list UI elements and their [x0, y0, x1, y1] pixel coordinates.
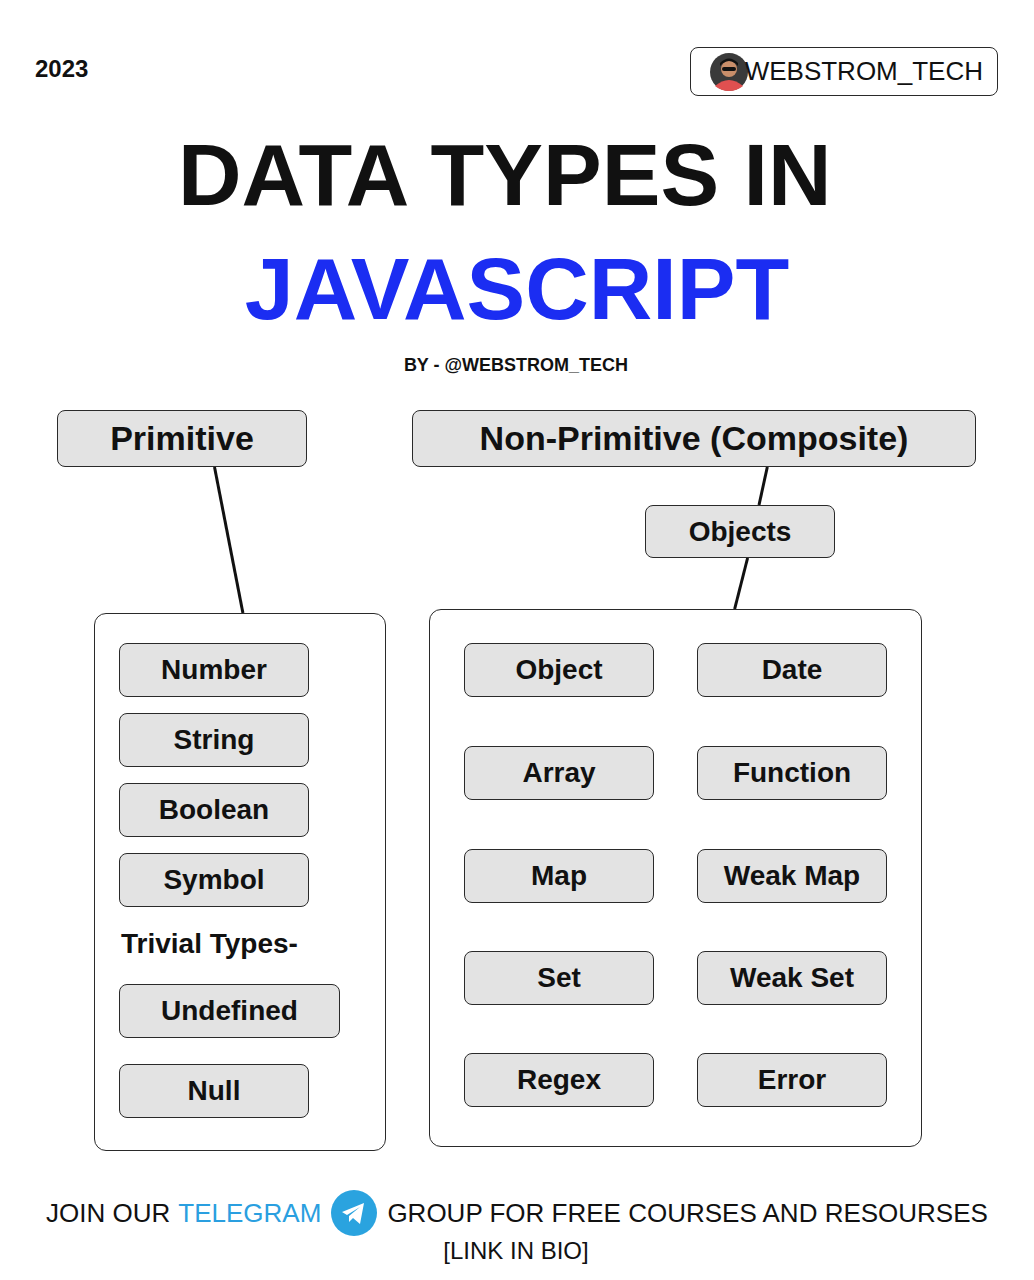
box-label: WEBSTROM_TECH	[745, 56, 983, 87]
avatar-hair	[720, 59, 738, 67]
type-box: Weak Map	[697, 849, 887, 903]
box-label: Date	[762, 654, 823, 686]
box-label: Primitive	[110, 419, 254, 458]
type-box: Array	[464, 746, 654, 800]
box-label: Null	[188, 1075, 241, 1107]
type-box: Weak Set	[697, 951, 887, 1005]
group-heading: Trivial Types-	[121, 928, 298, 960]
box-label: Set	[537, 962, 581, 994]
type-box: Number	[119, 643, 309, 697]
box-label: Boolean	[159, 794, 269, 826]
box-label: Error	[758, 1064, 826, 1096]
type-box: Symbol	[119, 853, 309, 907]
box-label: Object	[515, 654, 602, 686]
box-label: Number	[161, 654, 267, 686]
box-label: Symbol	[163, 864, 264, 896]
footer-text: JOIN OUR	[46, 1198, 170, 1229]
footer-text: TELEGRAM	[178, 1198, 321, 1229]
type-box: Boolean	[119, 783, 309, 837]
avatar-shirt	[715, 80, 743, 91]
box-label: Objects	[689, 516, 792, 548]
title-line: DATA TYPES IN	[0, 118, 1034, 232]
title: DATA TYPES IN JAVASCRIPT	[0, 118, 1034, 346]
box-label: Weak Map	[724, 860, 860, 892]
group-panel: Trivial Types- NumberStringBooleanSymbolU…	[94, 613, 386, 1151]
box-label: Regex	[517, 1064, 601, 1096]
type-box: Date	[697, 643, 887, 697]
avatar-glasses	[722, 67, 736, 71]
type-box: Undefined	[119, 984, 340, 1038]
connector-line	[735, 558, 748, 609]
author-badge: WEBSTROM_TECH	[690, 47, 998, 96]
box-label: Non-Primitive (Composite)	[480, 419, 909, 458]
avatar-face	[721, 61, 737, 77]
type-box: Map	[464, 849, 654, 903]
avatar-icon	[709, 52, 749, 92]
type-box: String	[119, 713, 309, 767]
box-label: Array	[522, 757, 595, 789]
byline: BY - @WEBSTROM_TECH	[404, 355, 628, 376]
box-label: Weak Set	[730, 962, 854, 994]
year-label: 2023	[35, 55, 88, 83]
footer-text: GROUP FOR FREE COURSES AND RESOURSES	[387, 1198, 988, 1229]
type-box: Function	[697, 746, 887, 800]
box-label: Map	[531, 860, 587, 892]
telegram-plane	[342, 1203, 364, 1224]
title-line: JAVASCRIPT	[0, 232, 1034, 346]
box-label: Function	[733, 757, 851, 789]
footer-text: [LINK IN BIO]	[443, 1237, 588, 1265]
connector-line	[759, 467, 767, 505]
avatar-ground	[710, 53, 748, 91]
telegram-circle	[331, 1190, 377, 1236]
group-panel: Object DateArray FunctionMap Weak MapSet Wea…	[429, 609, 922, 1147]
telegram-icon	[331, 1190, 377, 1236]
box-label: String	[174, 724, 255, 756]
type-box: Objects	[645, 505, 835, 558]
type-box: Null	[119, 1064, 309, 1118]
type-box: Error	[697, 1053, 887, 1107]
connector-line	[215, 467, 243, 613]
type-box: Object	[464, 643, 654, 697]
type-box: Primitive	[57, 410, 307, 467]
type-box: Regex	[464, 1053, 654, 1107]
box-label: Undefined	[161, 995, 298, 1027]
type-box: Set	[464, 951, 654, 1005]
type-box: Non-Primitive (Composite)	[412, 410, 976, 467]
